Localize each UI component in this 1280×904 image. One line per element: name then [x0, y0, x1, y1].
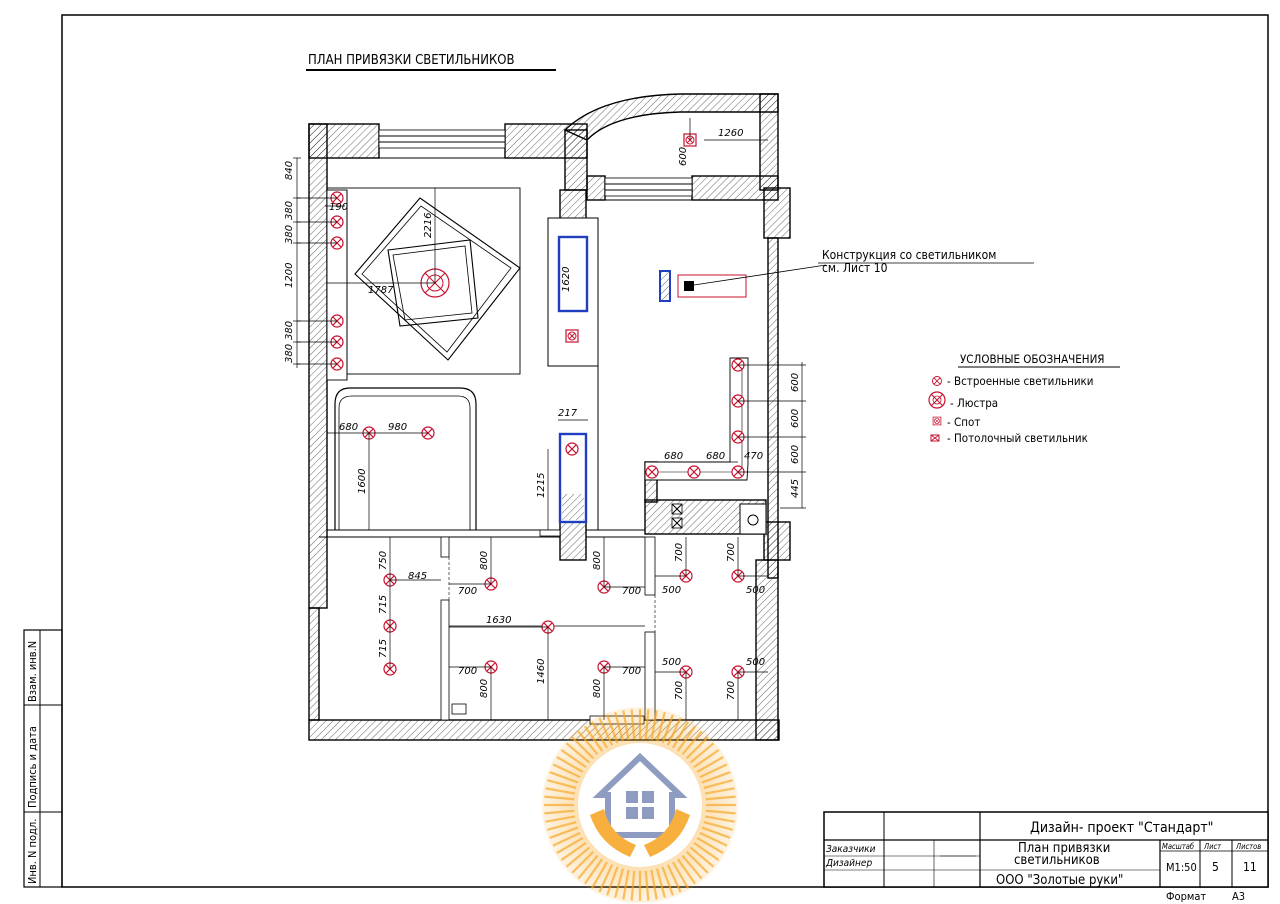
- plan-title: ПЛАН ПРИВЯЗКИ СВЕТИЛЬНИКОВ: [308, 53, 514, 68]
- svg-text:600: 600: [678, 147, 689, 166]
- svg-text:700: 700: [622, 666, 641, 677]
- svg-text:680: 680: [339, 422, 358, 433]
- svg-text:500: 500: [662, 657, 681, 668]
- svg-text:1620: 1620: [561, 267, 572, 292]
- svg-text:217: 217: [558, 408, 578, 419]
- legend-item-spot: - Спот: [947, 415, 980, 429]
- svg-text:445: 445: [790, 479, 801, 498]
- sheets-value: 11: [1243, 860, 1257, 874]
- annotation-line2: см. Лист 10: [822, 261, 888, 275]
- svg-text:680: 680: [706, 451, 725, 462]
- dimension-lines: [293, 118, 806, 720]
- svg-text:1215: 1215: [536, 473, 547, 498]
- svg-text:1200: 1200: [284, 263, 295, 288]
- svg-text:600: 600: [790, 373, 801, 392]
- stamp-inv-orig: Инв. N подл.: [26, 819, 39, 884]
- company-name: ООО "Золотые руки": [996, 873, 1123, 888]
- svg-text:470: 470: [744, 451, 763, 462]
- svg-text:1630: 1630: [486, 615, 511, 626]
- svg-text:700: 700: [622, 586, 641, 597]
- svg-text:680: 680: [664, 451, 683, 462]
- format-value: А3: [1232, 890, 1245, 903]
- svg-text:190: 190: [329, 202, 348, 213]
- legend-item-builtin: - Встроенные светильники: [947, 374, 1094, 388]
- annotation-line1: Конструкция со светильником: [822, 248, 996, 262]
- legend-item-chandelier: - Люстра: [950, 396, 998, 410]
- customer-label: Заказчики: [826, 844, 876, 855]
- sheet-name-1: План привязки: [1018, 841, 1110, 856]
- legend-title: УСЛОВНЫЕ ОБОЗНАЧЕНИЯ: [960, 352, 1105, 366]
- svg-text:800: 800: [592, 679, 603, 698]
- annotation-leader: [693, 264, 827, 286]
- svg-text:1787: 1787: [368, 285, 394, 296]
- svg-text:2216: 2216: [423, 213, 434, 238]
- side-stamp: Взам. инв.N Подпись и дата Инв. N подл.: [23, 629, 63, 888]
- sheet-name-2: светильников: [1014, 853, 1100, 868]
- svg-text:800: 800: [479, 551, 490, 570]
- legend: УСЛОВНЫЕ ОБОЗНАЧЕНИЯ - Встроенные светил…: [928, 352, 1120, 445]
- svg-text:700: 700: [674, 543, 685, 562]
- svg-text:700: 700: [726, 681, 737, 700]
- svg-text:700: 700: [458, 666, 477, 677]
- svg-text:380: 380: [284, 201, 295, 220]
- svg-text:715: 715: [378, 595, 389, 614]
- svg-text:700: 700: [726, 543, 737, 562]
- svg-text:800: 800: [479, 679, 490, 698]
- svg-text:800: 800: [592, 551, 603, 570]
- svg-text:1260: 1260: [718, 128, 743, 139]
- legend-item-ceiling: - Потолочный светильник: [947, 431, 1088, 445]
- svg-text:500: 500: [746, 585, 765, 596]
- chandelier-legend-icon: [928, 391, 946, 409]
- svg-text:715: 715: [378, 639, 389, 658]
- svg-text:380: 380: [284, 225, 295, 244]
- spot-icon: [932, 416, 942, 426]
- svg-text:600: 600: [790, 409, 801, 428]
- blue-structure-wardrobe: [557, 235, 589, 313]
- dimension-labels: 840 380 380 190 1200 380 380 2216 1787 1…: [284, 128, 801, 700]
- svg-text:500: 500: [662, 585, 681, 596]
- svg-text:1600: 1600: [357, 469, 368, 494]
- sheets-label: Листов: [1235, 842, 1261, 851]
- designer-label: Дизайнер: [825, 858, 872, 869]
- svg-text:600: 600: [790, 445, 801, 464]
- sheet-label: Лист: [1203, 842, 1222, 851]
- scale-label: Масштаб: [1162, 842, 1194, 851]
- blue-structure-living: [659, 270, 671, 302]
- format-label: Формат: [1166, 890, 1206, 903]
- svg-text:380: 380: [284, 344, 295, 363]
- sheet-value: 5: [1212, 860, 1219, 874]
- svg-text:845: 845: [408, 571, 427, 582]
- svg-text:1460: 1460: [536, 659, 547, 684]
- ceiling-light-icon: [930, 434, 940, 442]
- builtin-lights: [330, 191, 745, 679]
- scale-value: М1:50: [1166, 861, 1197, 874]
- stamp-sign-date: Подпись и дата: [26, 726, 39, 808]
- svg-text:700: 700: [674, 681, 685, 700]
- company-logo: [542, 707, 738, 903]
- svg-text:380: 380: [284, 321, 295, 340]
- svg-text:750: 750: [378, 551, 389, 570]
- svg-text:980: 980: [388, 422, 407, 433]
- project-name: Дизайн- проект "Стандарт": [1030, 820, 1213, 836]
- stamp-inv-replace: Взам. инв.N: [26, 641, 39, 702]
- svg-text:700: 700: [458, 586, 477, 597]
- svg-text:500: 500: [746, 657, 765, 668]
- builtin-light-icon: [932, 376, 942, 386]
- svg-text:840: 840: [284, 161, 295, 180]
- title-block: Дизайн- проект "Стандарт" Заказчики Диза…: [823, 811, 1269, 888]
